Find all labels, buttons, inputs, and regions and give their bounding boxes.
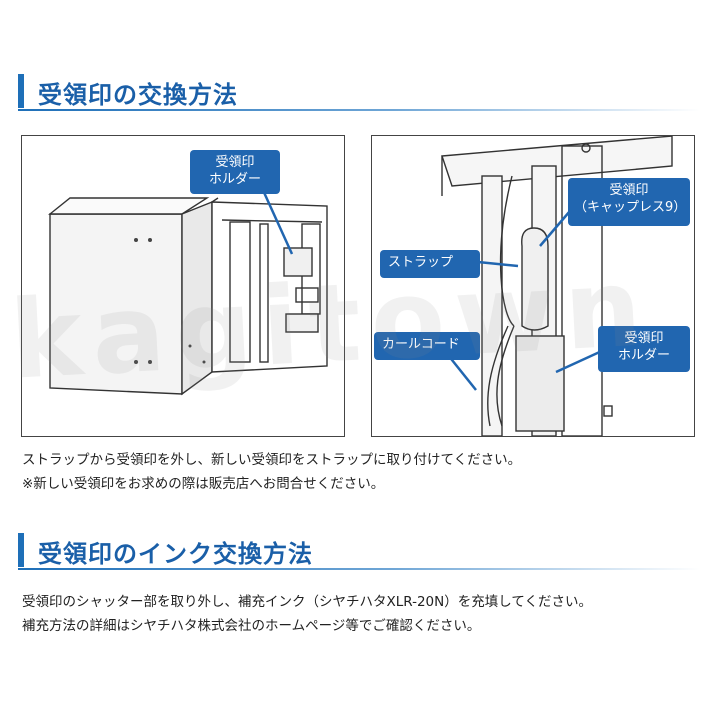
desc-note: ※新しい受領印をお求めの際は販売店へお問合せください。 (22, 476, 385, 492)
section2-description: 受領印のシャッター部を取り外し、補充インク（シヤチハタXLR-20N）を充填して… (22, 590, 592, 638)
section-title: 受領印の交換方法 (38, 81, 238, 109)
section-header-ink-refill: 受領印のインク交換方法 (18, 533, 700, 570)
callout-holder-left: 受領印 ホルダー (190, 150, 280, 194)
callout-curl-cord: カールコード (374, 332, 480, 360)
illustration-cabinet-panel: 受領印 ホルダー (21, 135, 345, 437)
desc-line: 受領印のシャッター部を取り外し、補充インク（シヤチハタXLR-20N）を充填して… (22, 594, 592, 610)
callout-holder-right: 受領印 ホルダー (598, 326, 690, 372)
header-rule (18, 568, 700, 570)
callout-strap: ストラップ (380, 250, 480, 278)
callout-stamp-capless: 受領印 （キャップレス9） (568, 178, 690, 226)
header-rule (18, 109, 700, 111)
header-accent-bar (18, 533, 24, 567)
desc-line: ストラップから受領印を外し、新しい受領印をストラップに取り付けてください。 (22, 452, 522, 468)
stamp-holder-illustration (441, 136, 673, 436)
section-header-stamp-replacement: 受領印の交換方法 (18, 74, 700, 111)
header-accent-bar (18, 74, 24, 108)
section1-description: ストラップから受領印を外し、新しい受領印をストラップに取り付けてください。 ※新… (22, 448, 521, 496)
desc-line: 補充方法の詳細はシヤチハタ株式会社のホームページ等でご確認ください。 (22, 618, 481, 634)
section-title: 受領印のインク交換方法 (38, 540, 313, 568)
illustration-stamp-panel: 受領印 （キャップレス9） ストラップ カールコード 受領印 ホルダー (371, 135, 695, 437)
cabinet-illustration (48, 187, 328, 396)
